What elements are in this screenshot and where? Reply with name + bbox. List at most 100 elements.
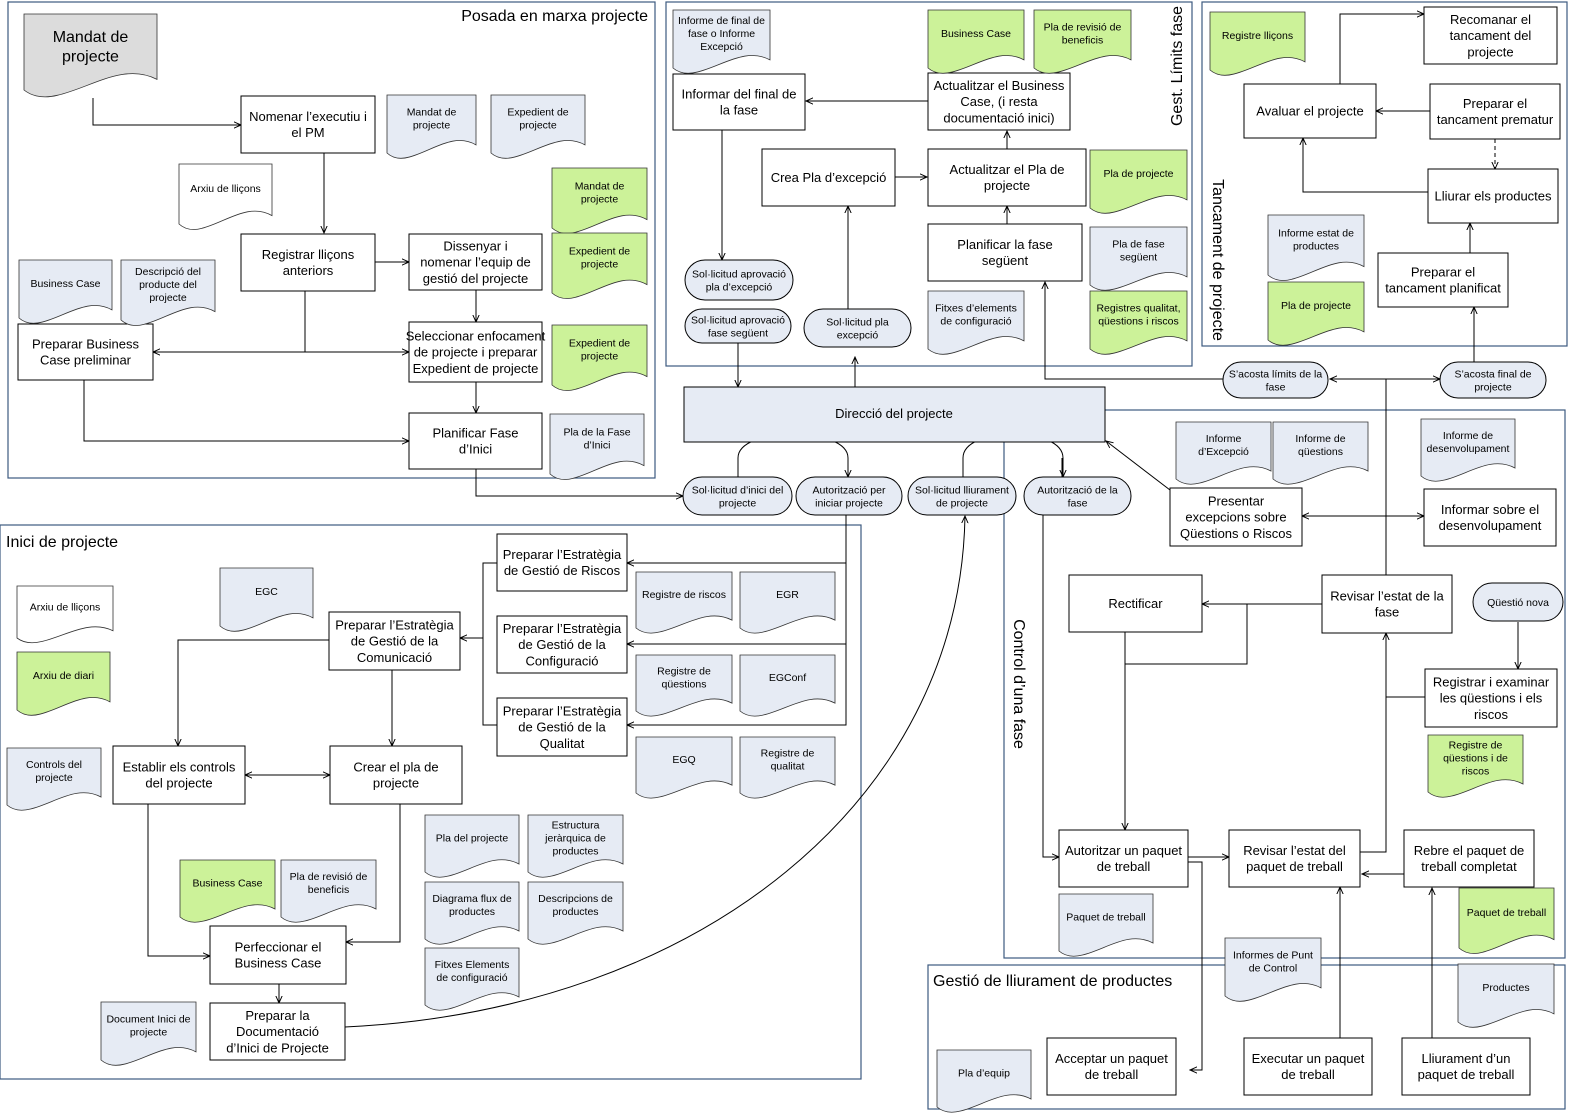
document-d-pla-equip[interactable]: Pla d’equip [936, 1049, 1032, 1113]
region-title-posada: Posada en marxa projecte [461, 8, 648, 25]
document-d-pla-projecte-i[interactable]: Pla del projecte [424, 814, 520, 878]
document-d-pla-projecte-t[interactable]: Pla de projecte [1267, 281, 1365, 346]
document-d-egconf[interactable]: EGConf [739, 654, 836, 717]
document-d-arxiu-diari[interactable]: Arxiu de diari [16, 651, 111, 716]
document-d-bc-i[interactable]: Business Case [179, 859, 276, 923]
document-d-paquet[interactable]: Paquet de treball [1058, 893, 1154, 957]
document-d-pla-projecte-g[interactable]: Pla de projecte [1089, 149, 1188, 214]
document-d-arxiu2[interactable]: Arxiu de lliçons [16, 585, 114, 644]
document-d-bc-g[interactable]: Business Case [927, 9, 1025, 74]
document-d-egq[interactable]: EGQ [635, 736, 733, 799]
process-lliurar[interactable]: Lliurar els productes [1427, 168, 1559, 224]
label-line: projecte [984, 178, 1030, 193]
document-d-productes[interactable]: Productes [1457, 963, 1555, 1028]
document-d-egc[interactable]: EGC [219, 567, 314, 632]
process-nomenar[interactable]: Nomenar l’executiu iel PM [240, 95, 376, 154]
process-avaluar[interactable]: Avaluar el projecte [1243, 83, 1377, 139]
document-d-registres-q[interactable]: Registres qualitat,qüestions i riscos [1089, 290, 1188, 355]
document-d-registre-llicons[interactable]: Registre lliçons [1209, 11, 1306, 76]
label-line: Crear el pla de [353, 760, 438, 775]
document-d-egr[interactable]: EGR [739, 571, 836, 634]
label-line: Business Case [192, 878, 262, 890]
process-crea-pla-exc[interactable]: Crea Pla d’excepció [761, 148, 896, 207]
hub-direccio[interactable]: Direcció del projecte [683, 386, 1106, 443]
label-line: Revisar l’estat del [1243, 843, 1346, 858]
pill-questio-nova[interactable]: Qüestió nova [1472, 582, 1564, 622]
document-d-paquet-g[interactable]: Paquet de treball [1458, 887, 1555, 954]
document-d-arxiu1[interactable]: Arxiu de lliçons [178, 163, 273, 230]
document-d-bc1[interactable]: Business Case [18, 259, 113, 324]
label-line: Expedient de [507, 106, 568, 118]
process-rectificar[interactable]: Rectificar [1068, 574, 1203, 633]
label-line: Registrar i examinar [1433, 675, 1550, 690]
document-d-registre-riscos[interactable]: Registre de riscos [635, 571, 733, 634]
